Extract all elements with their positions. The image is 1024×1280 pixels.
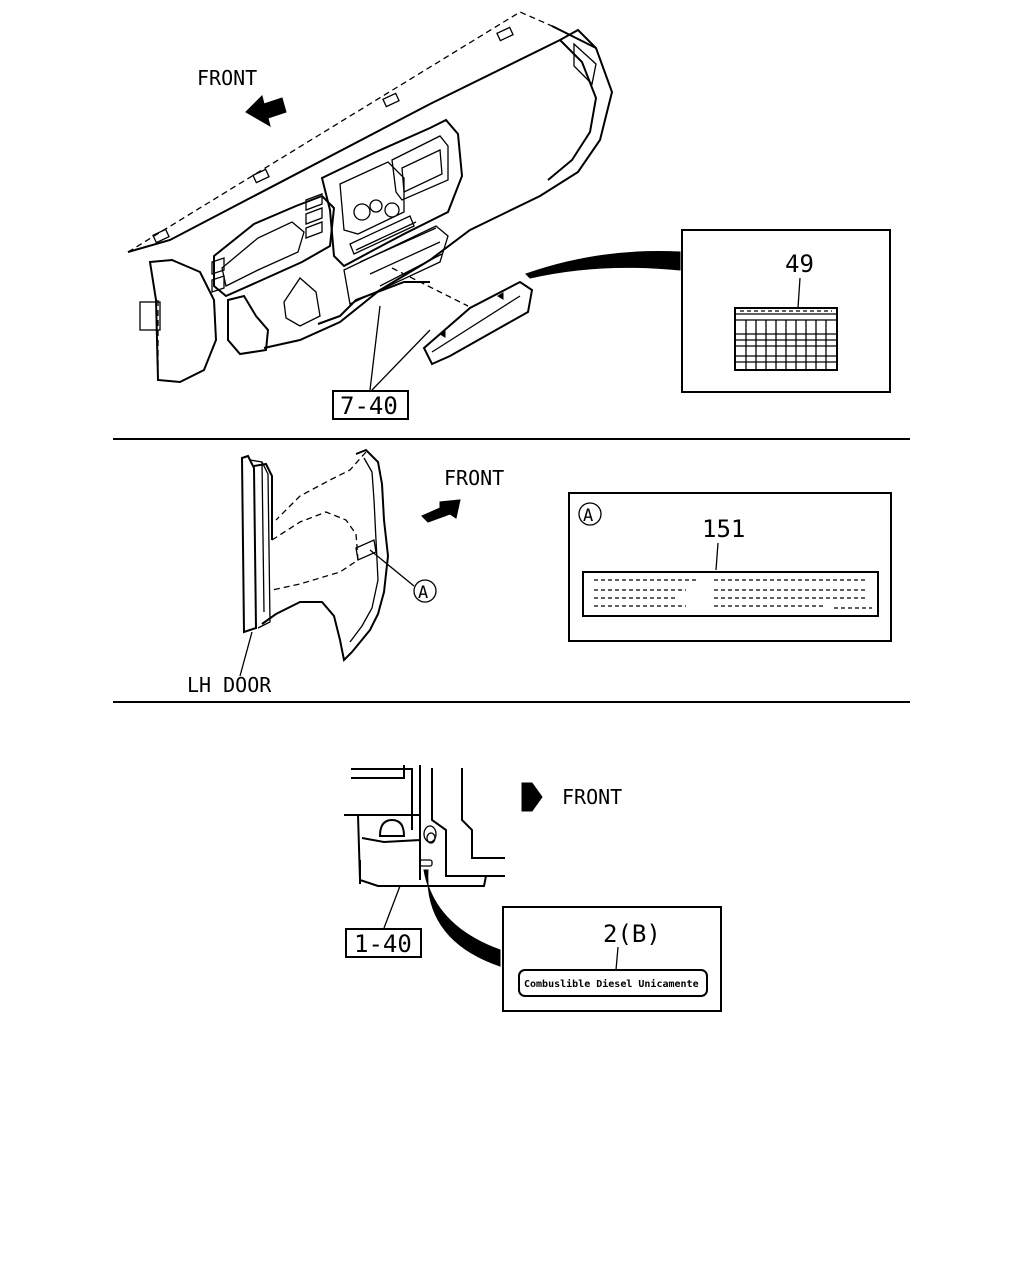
door-trim [261,448,390,663]
front-arrow-icon-top [245,95,287,128]
label-location [419,859,433,867]
leader-49 [797,277,801,309]
door-trim-inner [349,457,379,643]
climate-knob [353,203,371,221]
defrost-slot [252,168,270,184]
door-pillar-inner [249,459,271,629]
radio-slot [391,135,449,201]
fuel-label-text: Combuslible Diesel Unicamente [524,978,699,990]
fuel-label-plate [518,969,708,997]
cluster-hood [213,194,336,298]
dashboard-rear-edge [551,25,597,49]
label-plate-49 [734,307,838,371]
detail-box-151 [568,492,892,642]
part-number-49: 49 [785,250,814,278]
leader-2b [615,946,619,971]
glovebox-lid [422,280,534,366]
door-panel: A FRONT LH DOOR A 151 [187,448,892,697]
dashboard-left-end [148,258,218,384]
leader-lh-door [239,631,253,677]
part-number-2b: 2(B) [603,920,661,948]
door-pillar [240,454,258,634]
cluster-side-buttons [211,193,323,293]
front-label-top: FRONT [197,66,257,90]
dashboard-top-edge [127,11,553,253]
radio-inner [401,149,443,193]
dashboard-vent-right [573,42,597,86]
front-arrow-icon-middle [421,499,461,523]
defrost-slot [382,92,400,108]
dashboard-panel: FRONT [127,11,891,420]
center-stack [320,118,464,268]
door-top-dash [275,451,367,521]
callout-box-7-40 [332,390,409,420]
glovebox-leader [391,267,469,307]
marker-a-detail-label: A [583,506,593,526]
fuel-cap [423,825,437,843]
marker-a-label: A [418,583,428,603]
dashboard-right-face [547,39,598,181]
detail-box-2b [502,906,722,1012]
front-label-middle: FRONT [444,466,504,490]
callout-1-40: 1-40 [354,930,412,958]
lower-dash [317,281,430,325]
semicircle-hole [378,818,406,837]
marker-a-circle-icon-detail [578,502,602,526]
leader-151 [715,542,719,571]
defrost-slot [496,26,514,42]
label-plate-151 [582,571,879,617]
front-arrow-icon-bottom [521,782,543,812]
glovebox-clips [439,292,504,338]
part-number-151: 151 [702,515,745,543]
center-lower-grid [359,227,443,287]
leader-a [369,549,415,587]
callout-7-40: 7-40 [340,392,398,420]
leader-1-40 [383,885,401,929]
fuel-panel: FRONT 1-40 2(B) Combuslible Diesel Unica… [344,765,722,1012]
detail-arrow-bottom [423,869,501,967]
glovebox-lid-edge [431,295,521,353]
cluster-window [221,221,305,287]
center-lower-panel [343,225,449,305]
door-label-location [355,539,377,561]
defrost-slot [152,228,170,244]
cab-frame [351,765,505,880]
marker-a-circle-icon [413,579,437,603]
leader-7-40 [369,305,431,391]
detail-box-49 [681,229,891,393]
climate-knob [384,202,400,218]
dashboard-body [127,28,614,349]
front-label-bottom: FRONT [562,785,622,809]
door-pillar-edge [253,462,273,540]
door-trim-dash [271,511,359,591]
climate-knob [369,199,383,213]
switch-row [349,215,417,255]
detail-arrow-top [525,250,681,279]
column-cover [283,277,321,327]
callout-box-1-40 [345,928,422,958]
steering-column [227,294,270,356]
center-stack-frame [339,161,405,235]
lh-door-label: LH DOOR [187,673,272,697]
step-bracket [344,814,487,887]
left-vent [139,301,161,331]
fuel-cap-inner [426,832,436,844]
step-bracket-top [358,814,421,844]
